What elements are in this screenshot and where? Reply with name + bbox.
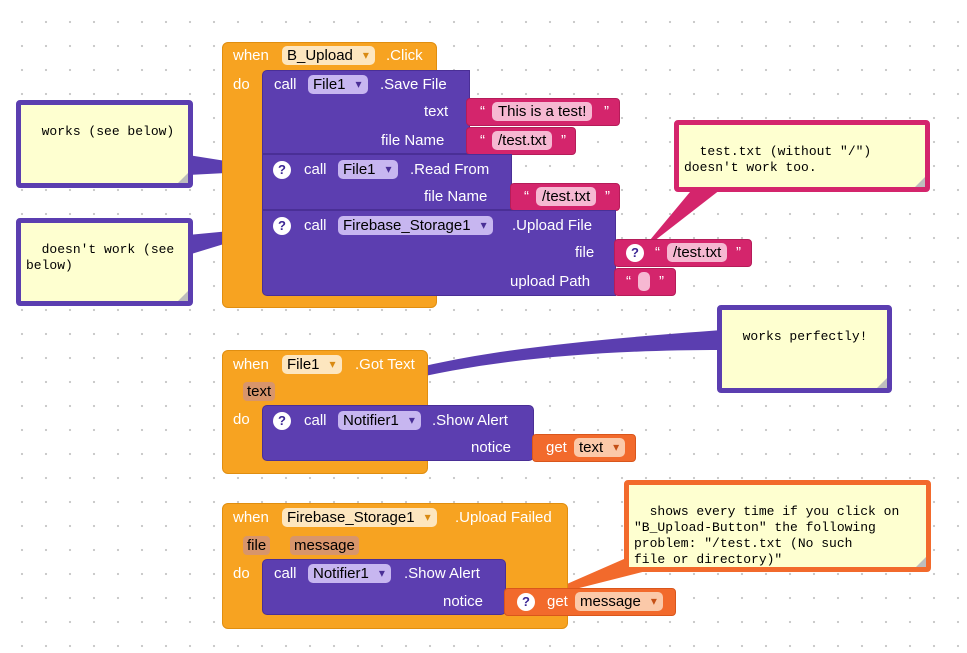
upload-file-label: file [575, 244, 595, 261]
event1-event-label: .Click [386, 47, 423, 64]
event3-param-message[interactable]: message [290, 536, 359, 555]
upload-component-dropdown[interactable]: Firebase_Storage1 [338, 216, 493, 235]
event1-do-label: do [233, 76, 250, 93]
resize-handle-icon[interactable] [915, 177, 925, 187]
comment-test-txt[interactable]: test.txt (without "/") doesn't work too. [674, 120, 930, 192]
event3-do-label: do [233, 565, 250, 582]
comment-works-below-text: works (see below) [41, 124, 175, 139]
quote-close: ” [561, 132, 566, 149]
event2-component-dropdown[interactable]: File1 [282, 355, 342, 374]
event2-param-text[interactable]: text [243, 382, 276, 401]
upload-path-value[interactable] [638, 272, 650, 291]
save-component-dropdown[interactable]: File1 [308, 75, 368, 94]
alert1-warning-icon[interactable]: ? [273, 412, 291, 430]
save-text-label: text [424, 103, 449, 120]
comment-works-perfectly-text: works perfectly! [742, 329, 868, 344]
quote-close: ” [659, 273, 664, 290]
upload-file-value[interactable]: /test.txt [667, 243, 728, 262]
upload-path-label: upload Path [510, 273, 591, 290]
get-message-warning-icon[interactable]: ? [517, 593, 535, 611]
comment-doesnt-work-text: doesn't work (see below) [26, 242, 175, 273]
quote-open: “ [524, 188, 529, 205]
resize-handle-icon[interactable] [916, 557, 926, 567]
get-text-var-dropdown[interactable]: text [574, 438, 626, 457]
alert2-component-dropdown[interactable]: Notifier1 [308, 564, 391, 583]
event1-component-dropdown[interactable]: B_Upload [282, 46, 375, 65]
save-call-label: call [274, 76, 297, 93]
resize-handle-icon[interactable] [877, 378, 887, 388]
comment-shows-every-time[interactable]: shows every time if you click on "B_Uplo… [624, 480, 931, 572]
save-text-value[interactable]: This is a test! [492, 102, 593, 121]
quote-open: “ [626, 273, 631, 290]
comment-works-perfectly[interactable]: works perfectly! [717, 305, 892, 393]
save-filename-label: file Name [381, 132, 445, 149]
connector-works-perfectly [283, 330, 722, 420]
event3-param-file[interactable]: file [243, 536, 271, 555]
event1-when-label: when [233, 47, 269, 64]
alert2-method-label: .Show Alert [404, 565, 480, 582]
comment-shows-every-text: shows every time if you click on "B_Uplo… [634, 504, 900, 567]
event2-when-label: when [233, 356, 269, 373]
comment-works-below[interactable]: works (see below) [16, 100, 193, 188]
save-method-label: .Save File [380, 76, 447, 93]
event3-when-label: when [233, 509, 269, 526]
upload-method-label: .Upload File [512, 217, 593, 234]
quote-open: “ [480, 132, 485, 149]
alert1-notice-label: notice [471, 439, 512, 456]
alert2-call-label: call [274, 565, 297, 582]
read-filename-label: file Name [424, 188, 488, 205]
alert2-notice-label: notice [443, 593, 484, 610]
quote-close: ” [604, 103, 609, 120]
comment-test-txt-text: test.txt (without "/") doesn't work too. [684, 144, 872, 175]
event3-component-dropdown[interactable]: Firebase_Storage1 [282, 508, 437, 527]
event2-do-label: do [233, 411, 250, 428]
alert1-call-label: call [304, 412, 327, 429]
quote-open: “ [655, 244, 660, 261]
resize-handle-icon[interactable] [178, 173, 188, 183]
read-method-label: .Read From [410, 161, 490, 178]
connector-test-txt [640, 186, 725, 252]
quote-close: ” [605, 188, 610, 205]
upload-path-string-block[interactable] [614, 268, 676, 296]
quote-open: “ [480, 103, 485, 120]
file-warning-icon[interactable]: ? [626, 244, 644, 262]
alert1-method-label: .Show Alert [432, 412, 508, 429]
get-message-get-label: get [547, 593, 568, 610]
upload-call-label: call [304, 217, 327, 234]
alert1-component-dropdown[interactable]: Notifier1 [338, 411, 421, 430]
resize-handle-icon[interactable] [178, 291, 188, 301]
read-warning-icon[interactable]: ? [273, 161, 291, 179]
comment-doesnt-work[interactable]: doesn't work (see below) [16, 218, 193, 306]
read-call-label: call [304, 161, 327, 178]
event3-event-label: .Upload Failed [455, 509, 552, 526]
save-filename-value[interactable]: /test.txt [492, 131, 553, 150]
read-filename-value[interactable]: /test.txt [536, 187, 597, 206]
event2-event-label: .Got Text [355, 356, 415, 373]
save-filename-string-block[interactable] [466, 127, 576, 155]
upload-warning-icon[interactable]: ? [273, 217, 291, 235]
read-component-dropdown[interactable]: File1 [338, 160, 398, 179]
get-text-get-label: get [546, 439, 567, 456]
get-message-var-dropdown[interactable]: message [575, 592, 663, 611]
quote-close: ” [736, 244, 741, 261]
